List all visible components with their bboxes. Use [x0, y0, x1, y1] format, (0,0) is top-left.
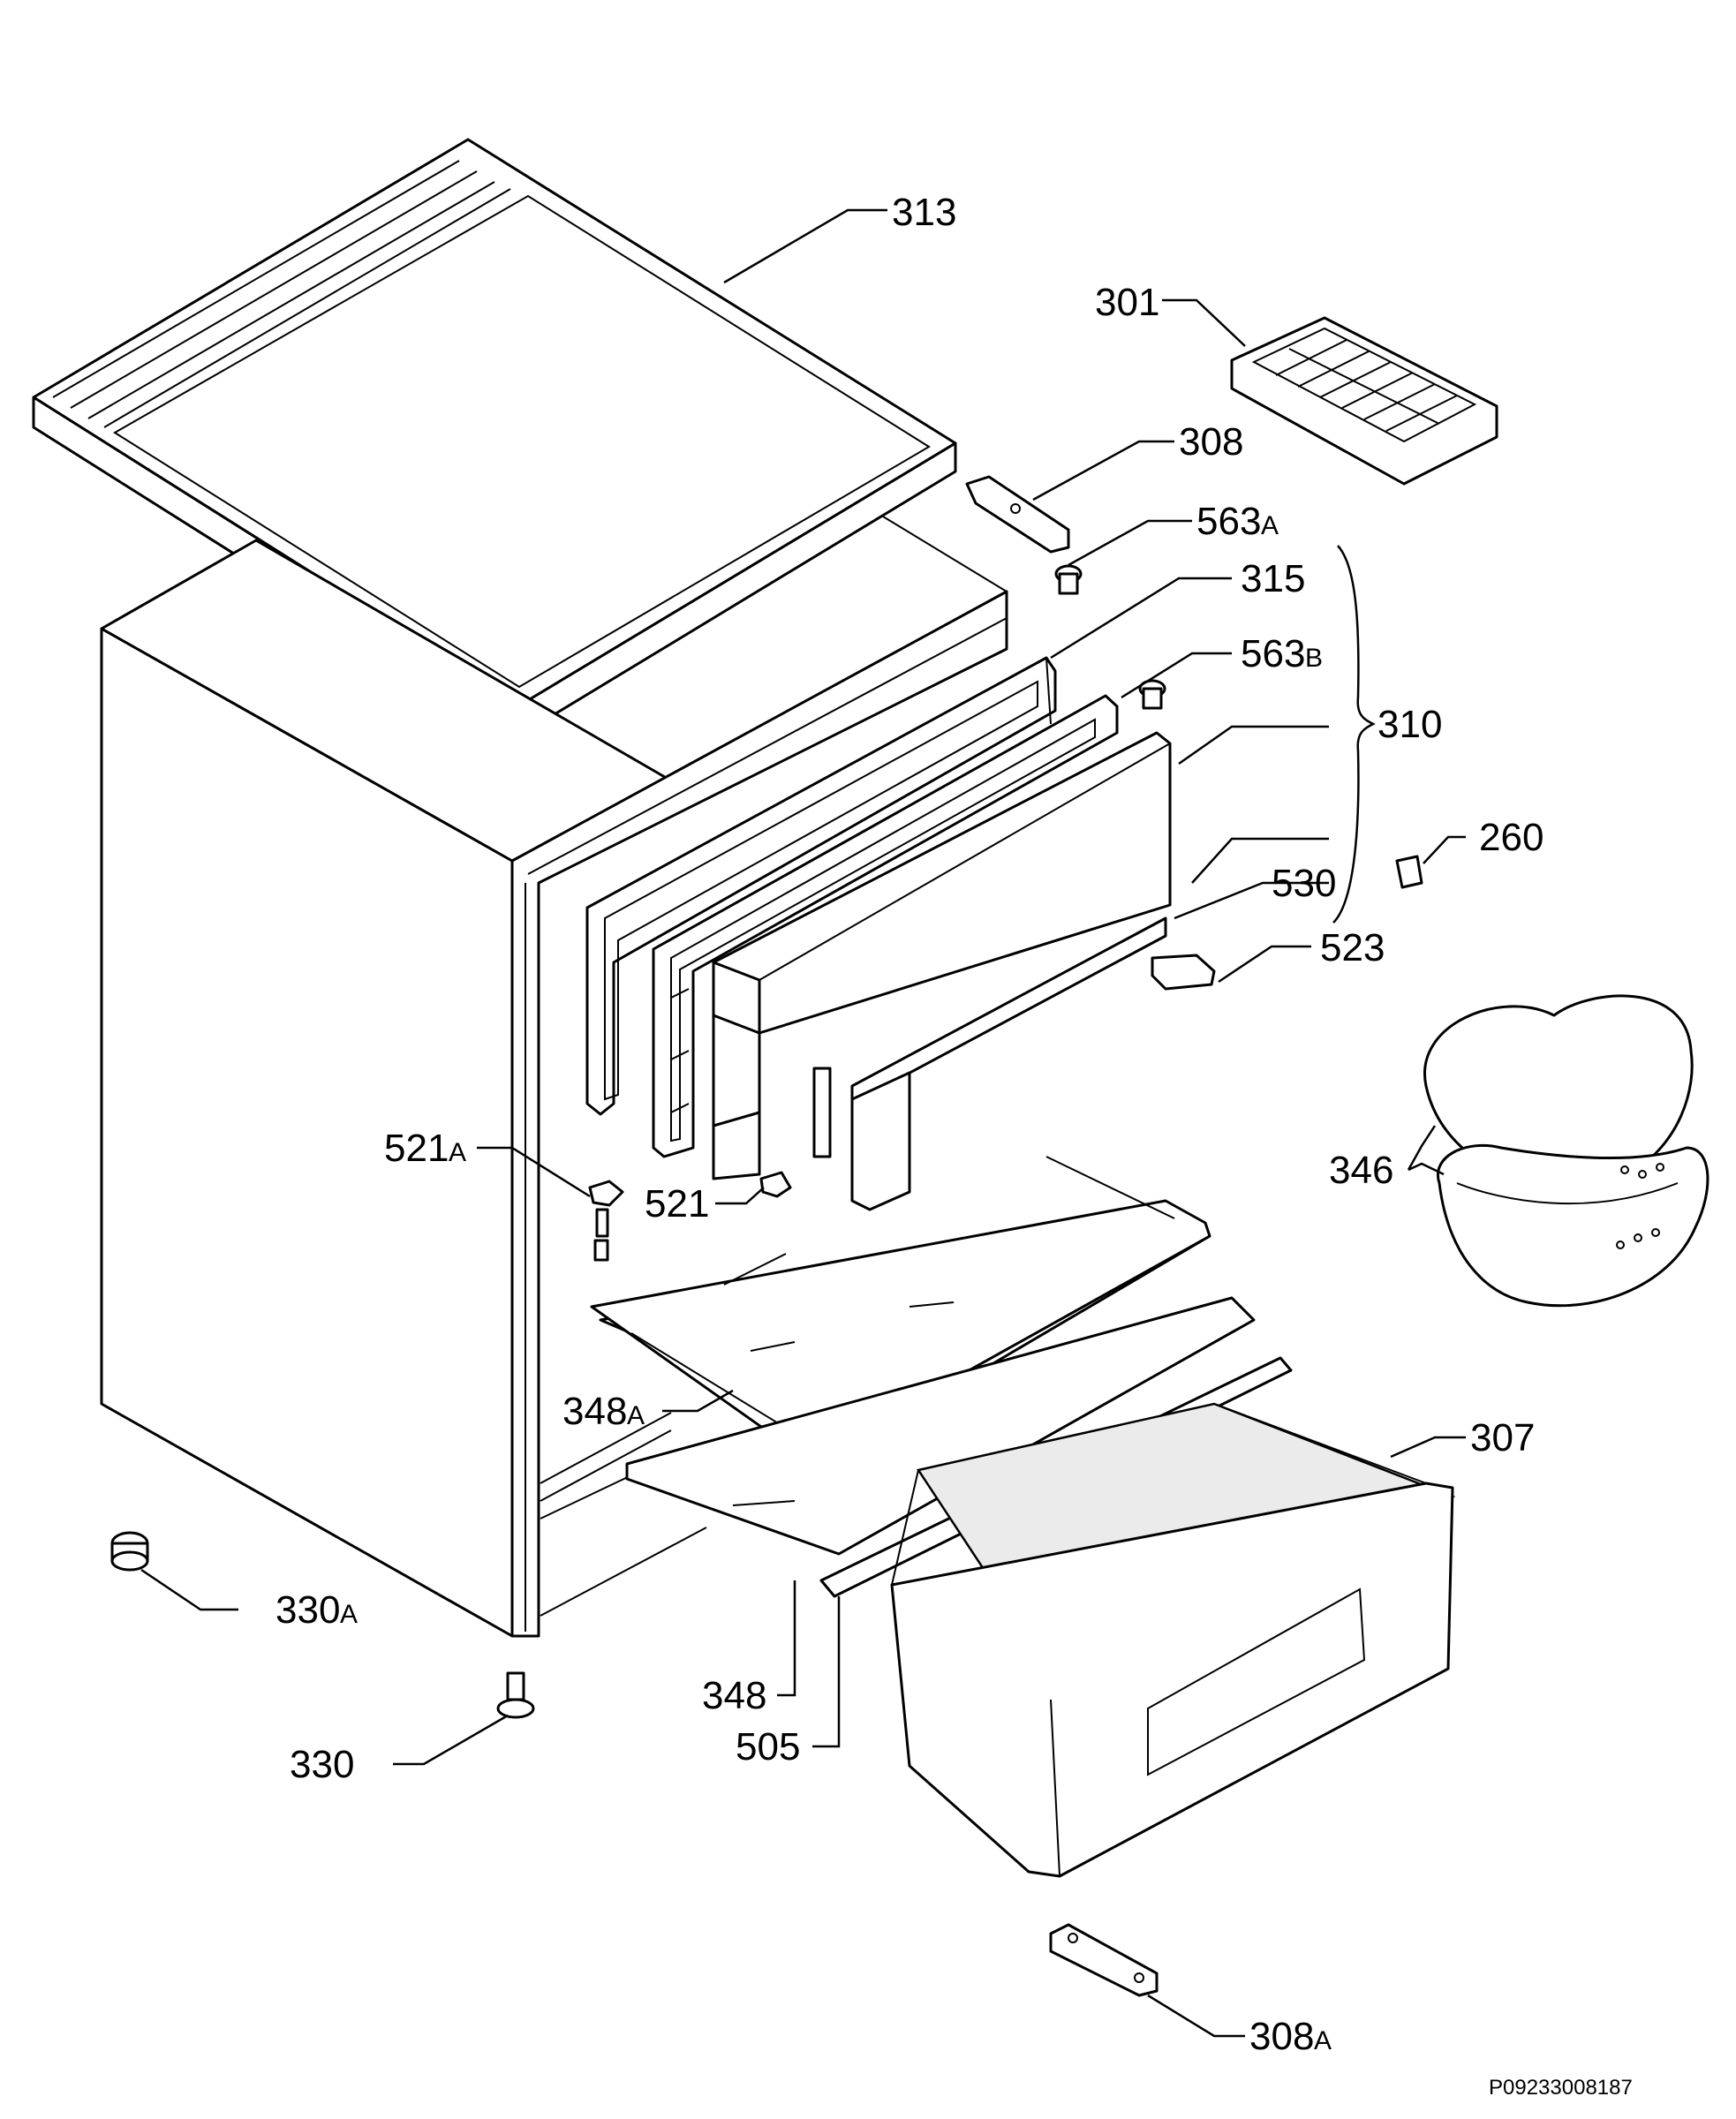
label-310: 310: [1377, 703, 1442, 746]
label-530: 530: [1272, 862, 1336, 905]
svg-text:563: 563: [1241, 632, 1305, 675]
door-inner-panel-part[interactable]: [652, 694, 1119, 1158]
svg-text:B: B: [1305, 644, 1323, 673]
glass-shelf-348a-part[interactable]: [590, 1156, 1211, 1467]
label-563a: 563 A: [1196, 500, 1279, 543]
svg-text:348: 348: [562, 1390, 627, 1433]
document-reference-number: P09233008187: [1489, 2076, 1633, 2100]
label-308: 308: [1179, 420, 1243, 464]
label-330a: 330 A: [275, 1588, 358, 1632]
cabinet-body: [100, 516, 1008, 1638]
hinge-pin-563a-part[interactable]: [1054, 564, 1083, 595]
crisper-cover-348-part[interactable]: [625, 1296, 1256, 1556]
label-346: 346: [1329, 1149, 1393, 1192]
door-hinge-bracket-part[interactable]: [812, 1067, 832, 1158]
label-330: 330: [290, 1743, 354, 1786]
label-313: 313: [892, 191, 956, 234]
egg-tray-part[interactable]: [1423, 994, 1710, 1308]
label-521a: 521 A: [384, 1127, 466, 1170]
latch-521-part[interactable]: [759, 1171, 792, 1198]
label-505: 505: [736, 1725, 800, 1768]
label-348a: 348 A: [562, 1390, 645, 1433]
door-stop-260-part[interactable]: [1395, 855, 1423, 889]
label-315: 315: [1241, 557, 1305, 600]
door-trim-strip-part[interactable]: [850, 916, 1167, 1211]
svg-text:308: 308: [1249, 2015, 1314, 2058]
svg-text:A: A: [1261, 511, 1279, 540]
door-catch-523-part[interactable]: [1151, 954, 1216, 991]
foot-330a-part[interactable]: [110, 1531, 149, 1572]
crisper-drawer-307-part[interactable]: [890, 1402, 1456, 1878]
svg-text:A: A: [449, 1138, 466, 1167]
door-front-panel-part[interactable]: [712, 731, 1172, 1180]
label-348: 348: [702, 1674, 766, 1717]
hinge-308-part[interactable]: [965, 475, 1070, 554]
hinge-308a-part[interactable]: [1049, 1923, 1159, 1997]
label-260: 260: [1479, 816, 1544, 859]
door-gasket-part[interactable]: [585, 656, 1057, 1116]
svg-text:330: 330: [275, 1588, 340, 1632]
hinge-pin-563b-part[interactable]: [1138, 679, 1166, 710]
label-563b: 563 B: [1241, 632, 1323, 675]
svg-text:A: A: [340, 1600, 358, 1629]
svg-text:521: 521: [384, 1127, 449, 1170]
label-301: 301: [1095, 281, 1159, 324]
svg-text:563: 563: [1196, 500, 1261, 543]
leader-lines: [140, 208, 1466, 2038]
label-307: 307: [1470, 1416, 1535, 1459]
part-labels: 313 301 308 563 A 315 563 B 310 260 530 …: [275, 191, 1633, 2100]
latch-521a-part[interactable]: [588, 1180, 624, 1262]
worktop-vent-grille: [52, 160, 511, 428]
label-308a: 308 A: [1249, 2015, 1332, 2058]
label-521: 521: [645, 1182, 709, 1225]
svg-text:A: A: [1314, 2026, 1332, 2055]
ice-tray-part[interactable]: [1230, 316, 1498, 486]
label-523: 523: [1320, 926, 1385, 969]
svg-text:A: A: [627, 1401, 645, 1430]
foot-330-part[interactable]: [496, 1671, 535, 1719]
